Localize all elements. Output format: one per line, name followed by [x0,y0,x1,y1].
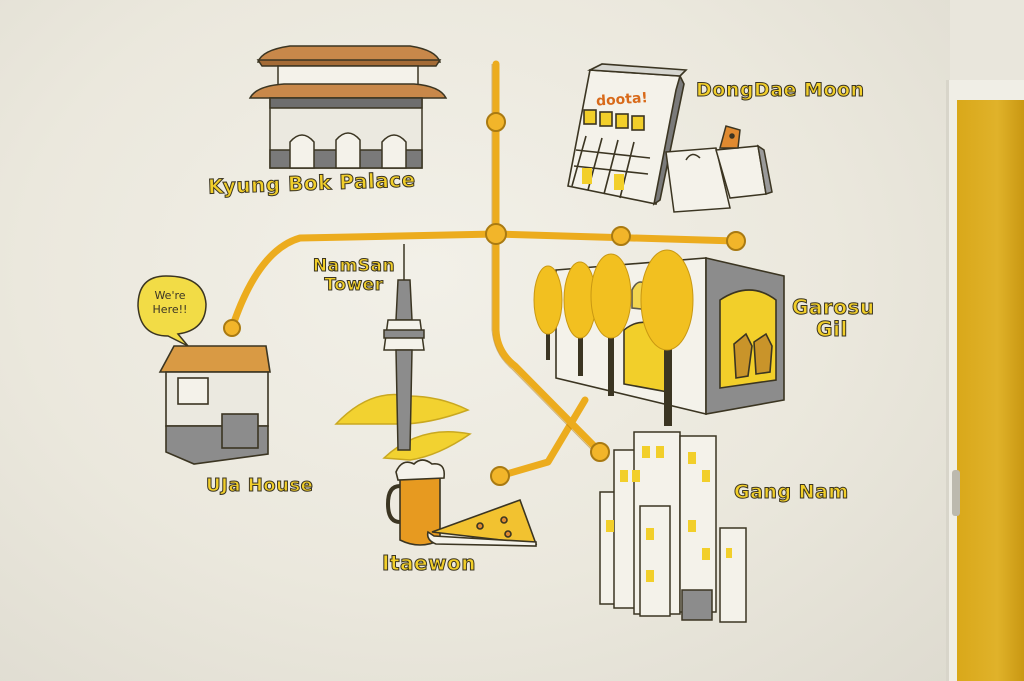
palace-icon [248,45,448,169]
station-marker [726,231,746,251]
place-label-itaewon: Itaewon [381,551,477,575]
place-label-namsan: NamSan Tower [312,256,396,295]
station-marker [611,226,631,246]
route-outline [491,64,598,456]
station-markers [223,112,746,486]
house-icon [158,345,271,465]
tree-icon [533,249,694,426]
skyscraper-icon [599,431,747,623]
place-label-uja: UJa House [205,475,314,496]
wall [0,0,950,681]
route-horizontal [228,230,740,332]
pizza-slice-icon [426,498,538,547]
route-itaewon-branch [496,396,589,480]
mall-sign: doota! [596,90,649,110]
speech-bubble-text: We're Here!! [152,289,188,316]
route-vertical [492,60,604,456]
subway-routes [228,60,740,480]
place-label-gangnam: Gang Nam [734,481,849,503]
station-marker [486,112,506,132]
station-marker [485,223,507,245]
place-label-garosu: Garosu Gil [792,295,875,341]
station-marker [490,466,510,486]
shopping-bag-icon [665,125,773,213]
door-handle [952,470,960,516]
station-marker [590,442,610,462]
door [957,100,1024,681]
shopping-mall-icon [567,63,688,206]
place-label-dongdaemoon: DongDae Moon [696,79,865,101]
tower-icon [334,244,472,461]
station-marker [223,319,241,337]
